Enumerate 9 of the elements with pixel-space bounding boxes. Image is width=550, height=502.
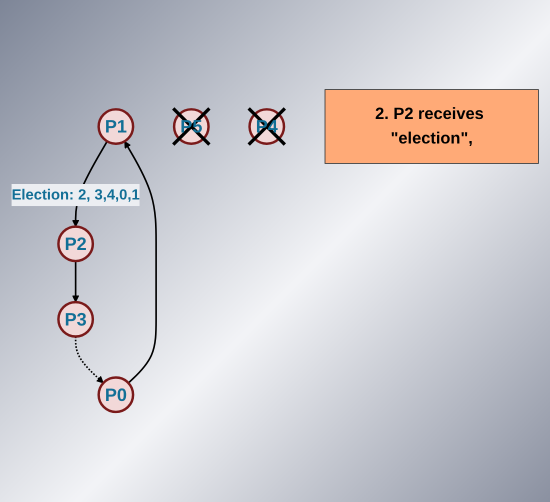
node-circle: P1 bbox=[97, 108, 134, 146]
node-circle: P3 bbox=[57, 301, 94, 338]
arrow bbox=[74, 336, 104, 384]
node-circle: P0 bbox=[97, 376, 134, 414]
arrow bbox=[124, 141, 157, 384]
edge-label: Election: 2, 3,4,0,1 bbox=[12, 186, 140, 204]
arrow bbox=[72, 261, 80, 303]
node-box: 2. P2 receives "election", bbox=[324, 89, 539, 164]
node-circle: P2 bbox=[57, 226, 94, 263]
